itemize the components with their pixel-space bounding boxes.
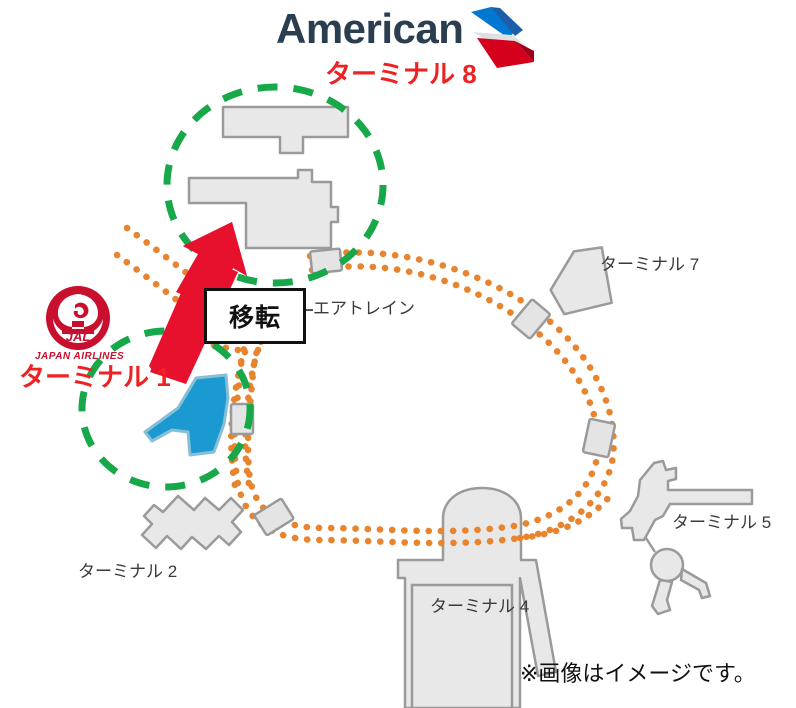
american-airlines-flight-symbol-icon (466, 6, 538, 68)
green-dashed-circle-terminal1 (78, 327, 254, 491)
american-airlines-wordmark: American (276, 5, 464, 52)
airtrain-station-terminal2 (253, 497, 295, 537)
terminal-8-buildings (187, 105, 350, 250)
airtrain-stations (229, 247, 617, 537)
terminal-7-map-label: ターミナル 7 (600, 255, 700, 274)
terminal-4-map-label: ターミナル 4 (430, 597, 530, 616)
terminal-4-building (396, 486, 558, 708)
relocation-arrow-icon (149, 222, 247, 384)
terminal-1-label: ターミナル 1 (19, 362, 171, 392)
relocation-callout-box: 移転 (204, 288, 306, 344)
terminal-2-map-label: ターミナル 2 (78, 562, 178, 581)
svg-text:JAL: JAL (66, 329, 91, 344)
green-dashed-circle-terminal8 (163, 83, 387, 287)
image-disclaimer-note: ※画像はイメージです。 (520, 661, 756, 686)
terminal-8-label: ターミナル 8 (325, 59, 477, 89)
jal-tsurumaru-crane-logo-icon: JAL (32, 285, 124, 353)
terminal-1-building (143, 373, 230, 457)
jal-subtitle: JAPAN AIRLINES (35, 351, 125, 362)
airtrain-station-terminal7 (511, 298, 551, 340)
terminal-5-building (619, 459, 754, 616)
terminal-7-building (549, 246, 613, 316)
terminal-5-map-label: ターミナル 5 (672, 513, 772, 532)
terminal-2-building (140, 494, 245, 551)
airtrain-station-terminal5 (581, 417, 617, 459)
airtrain-legend-label: エアトレイン (313, 299, 415, 318)
highlight-circles (78, 83, 387, 491)
relocation-callout-label: 移転 (228, 304, 281, 332)
